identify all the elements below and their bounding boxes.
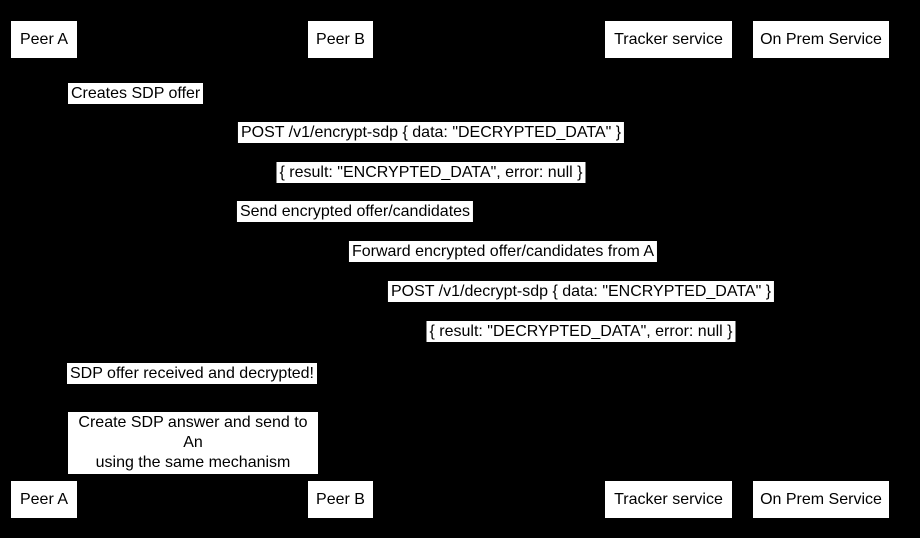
message-result-encrypted: { result: "ENCRYPTED_DATA", error: null … <box>276 162 586 183</box>
note-line-2: using the same mechanism <box>95 454 291 471</box>
message-post-encrypt-sdp: POST /v1/encrypt-sdp { data: "DECRYPTED_… <box>237 122 625 143</box>
actor-bottom-onprem: On Prem Service <box>753 481 889 518</box>
actor-top-peer-a: Peer A <box>11 21 77 58</box>
message-send-encrypted: Send encrypted offer/candidates <box>236 201 474 222</box>
note-line-1: Create SDP answer and send to An <box>78 414 308 451</box>
message-result-decrypted: { result: "DECRYPTED_DATA", error: null … <box>426 321 736 342</box>
actor-bottom-tracker: Tracker service <box>605 481 732 518</box>
lifeline-onprem <box>821 58 822 481</box>
message-creates-sdp-offer: Creates SDP offer <box>68 83 204 104</box>
message-post-decrypt-sdp: POST /v1/decrypt-sdp { data: "ENCRYPTED_… <box>387 281 775 302</box>
actor-top-peer-b: Peer B <box>308 21 373 58</box>
lifeline-peer-b <box>340 58 341 481</box>
message-forward-encrypted: Forward encrypted offer/candidates from … <box>348 241 658 262</box>
actor-top-tracker: Tracker service <box>605 21 732 58</box>
message-sdp-offer-received: SDP offer received and decrypted! <box>67 363 317 384</box>
note-create-sdp-answer: Create SDP answer and send to An using t… <box>68 412 318 474</box>
lifeline-peer-a <box>43 58 44 481</box>
actor-bottom-peer-b: Peer B <box>308 481 373 518</box>
actor-top-onprem: On Prem Service <box>753 21 889 58</box>
actor-bottom-peer-a: Peer A <box>11 481 77 518</box>
lifeline-tracker <box>668 58 669 481</box>
